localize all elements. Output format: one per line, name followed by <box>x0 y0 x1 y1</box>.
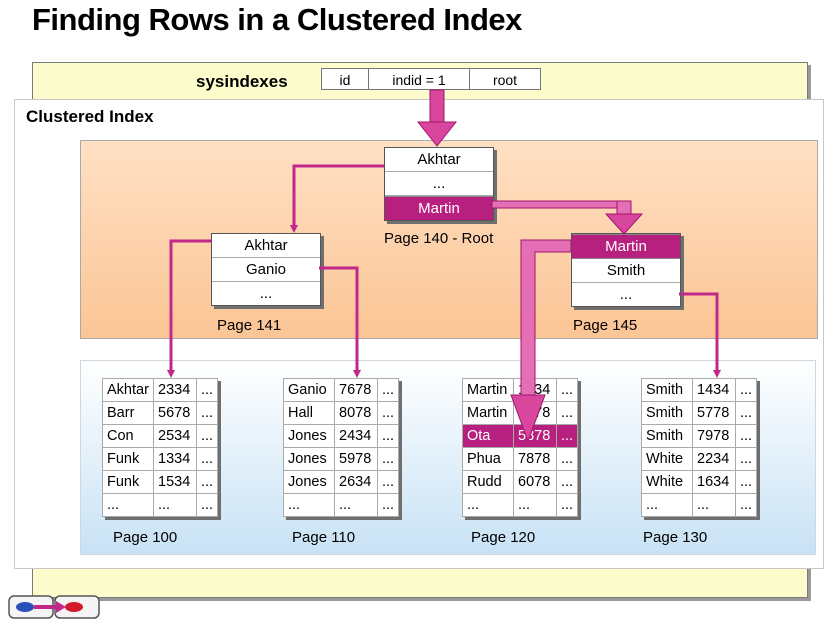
table-row: ......... <box>102 493 219 517</box>
table-cell: 1534 <box>153 470 197 494</box>
table-cell: 8078 <box>334 401 378 425</box>
pointer-arrow-100 <box>167 239 211 378</box>
table-cell: ... <box>555 401 579 425</box>
table-cell: White <box>641 470 693 494</box>
table-cell: ... <box>734 493 758 517</box>
sysindexes-label: sysindexes <box>196 72 288 91</box>
sysindexes-col-indid: indid = 1 <box>368 68 470 90</box>
page-145-row: ... <box>619 286 633 303</box>
table-cell: ... <box>334 493 378 517</box>
search-path-arrow-145 <box>491 200 644 235</box>
root-row-highlighted: Martin <box>385 196 493 220</box>
table-cell: ... <box>692 493 736 517</box>
table-cell: ... <box>195 378 219 402</box>
table-cell: ... <box>195 470 219 494</box>
table-cell: Ota <box>462 424 514 448</box>
table-cell: ... <box>734 447 758 471</box>
leaf-page-100-label: Page 100 <box>113 529 178 546</box>
table-cell: 7978 <box>692 424 736 448</box>
table-cell: ... <box>195 493 219 517</box>
table-cell: ... <box>555 447 579 471</box>
table-row: ......... <box>462 493 579 517</box>
table-cell: Smith <box>641 378 693 402</box>
table-cell: Ganio <box>283 378 335 402</box>
table-cell: ... <box>102 493 154 517</box>
leaf-page-110-label: Page 110 <box>292 529 356 546</box>
page-141-row: Ganio <box>212 258 320 282</box>
table-cell: ... <box>555 424 579 448</box>
table-cell: ... <box>376 470 400 494</box>
table-row: ......... <box>641 493 758 517</box>
slide-title: Finding Rows in a Clustered Index <box>32 2 522 37</box>
table-cell: ... <box>734 378 758 402</box>
table-cell: Con <box>102 424 154 448</box>
pointer-arrow-141 <box>290 164 384 233</box>
table-cell: ... <box>376 378 400 402</box>
root-row: Akhtar <box>385 148 493 172</box>
root-page-node: Akhtar ... Martin <box>384 147 494 221</box>
table-row: ......... <box>283 493 400 517</box>
table-cell: Jones <box>283 447 335 471</box>
leaf-page-120-label: Page 120 <box>471 529 536 546</box>
table-cell: ... <box>641 493 693 517</box>
table-cell: 5678 <box>153 401 197 425</box>
page-141-node: Akhtar Ganio ... <box>211 233 321 306</box>
table-cell: 1634 <box>692 470 736 494</box>
leaf-page-130-label: Page 130 <box>643 529 708 546</box>
table-cell: 5778 <box>692 401 736 425</box>
sysindexes-col-root: root <box>469 68 541 90</box>
table-cell: 2234 <box>692 447 736 471</box>
root-page-label: Page 140 - Root <box>384 230 494 247</box>
slide-nav-icon <box>8 595 100 619</box>
table-cell: Martin <box>462 378 514 402</box>
search-path-arrow-root <box>416 89 458 147</box>
table-cell: ... <box>734 401 758 425</box>
table-cell: Jones <box>283 424 335 448</box>
table-cell: ... <box>462 493 514 517</box>
pointer-arrow-130 <box>679 292 721 378</box>
table-cell: Funk <box>102 447 154 471</box>
table-cell: ... <box>376 493 400 517</box>
clustered-index-title: Clustered Index <box>26 107 154 126</box>
page-145-row: Smith <box>572 259 680 283</box>
table-cell: 1334 <box>153 447 197 471</box>
table-cell: Funk <box>102 470 154 494</box>
page-141-row: Akhtar <box>212 234 320 258</box>
page-141-label: Page 141 <box>217 317 282 334</box>
search-path-arrow-120 <box>510 239 572 443</box>
table-cell: Barr <box>102 401 154 425</box>
page-145-label: Page 145 <box>573 317 638 334</box>
page-141-row: ... <box>259 285 273 302</box>
page-145-node: Martin Smith ... <box>571 233 681 307</box>
table-cell: ... <box>555 493 579 517</box>
table-cell: ... <box>555 470 579 494</box>
page-145-row-highlighted: Martin <box>572 234 680 259</box>
table-cell: 5978 <box>334 447 378 471</box>
table-cell: ... <box>153 493 197 517</box>
table-cell: ... <box>555 378 579 402</box>
table-cell: 2634 <box>334 470 378 494</box>
pointer-arrow-110 <box>319 266 361 378</box>
root-row: ... <box>385 172 493 196</box>
